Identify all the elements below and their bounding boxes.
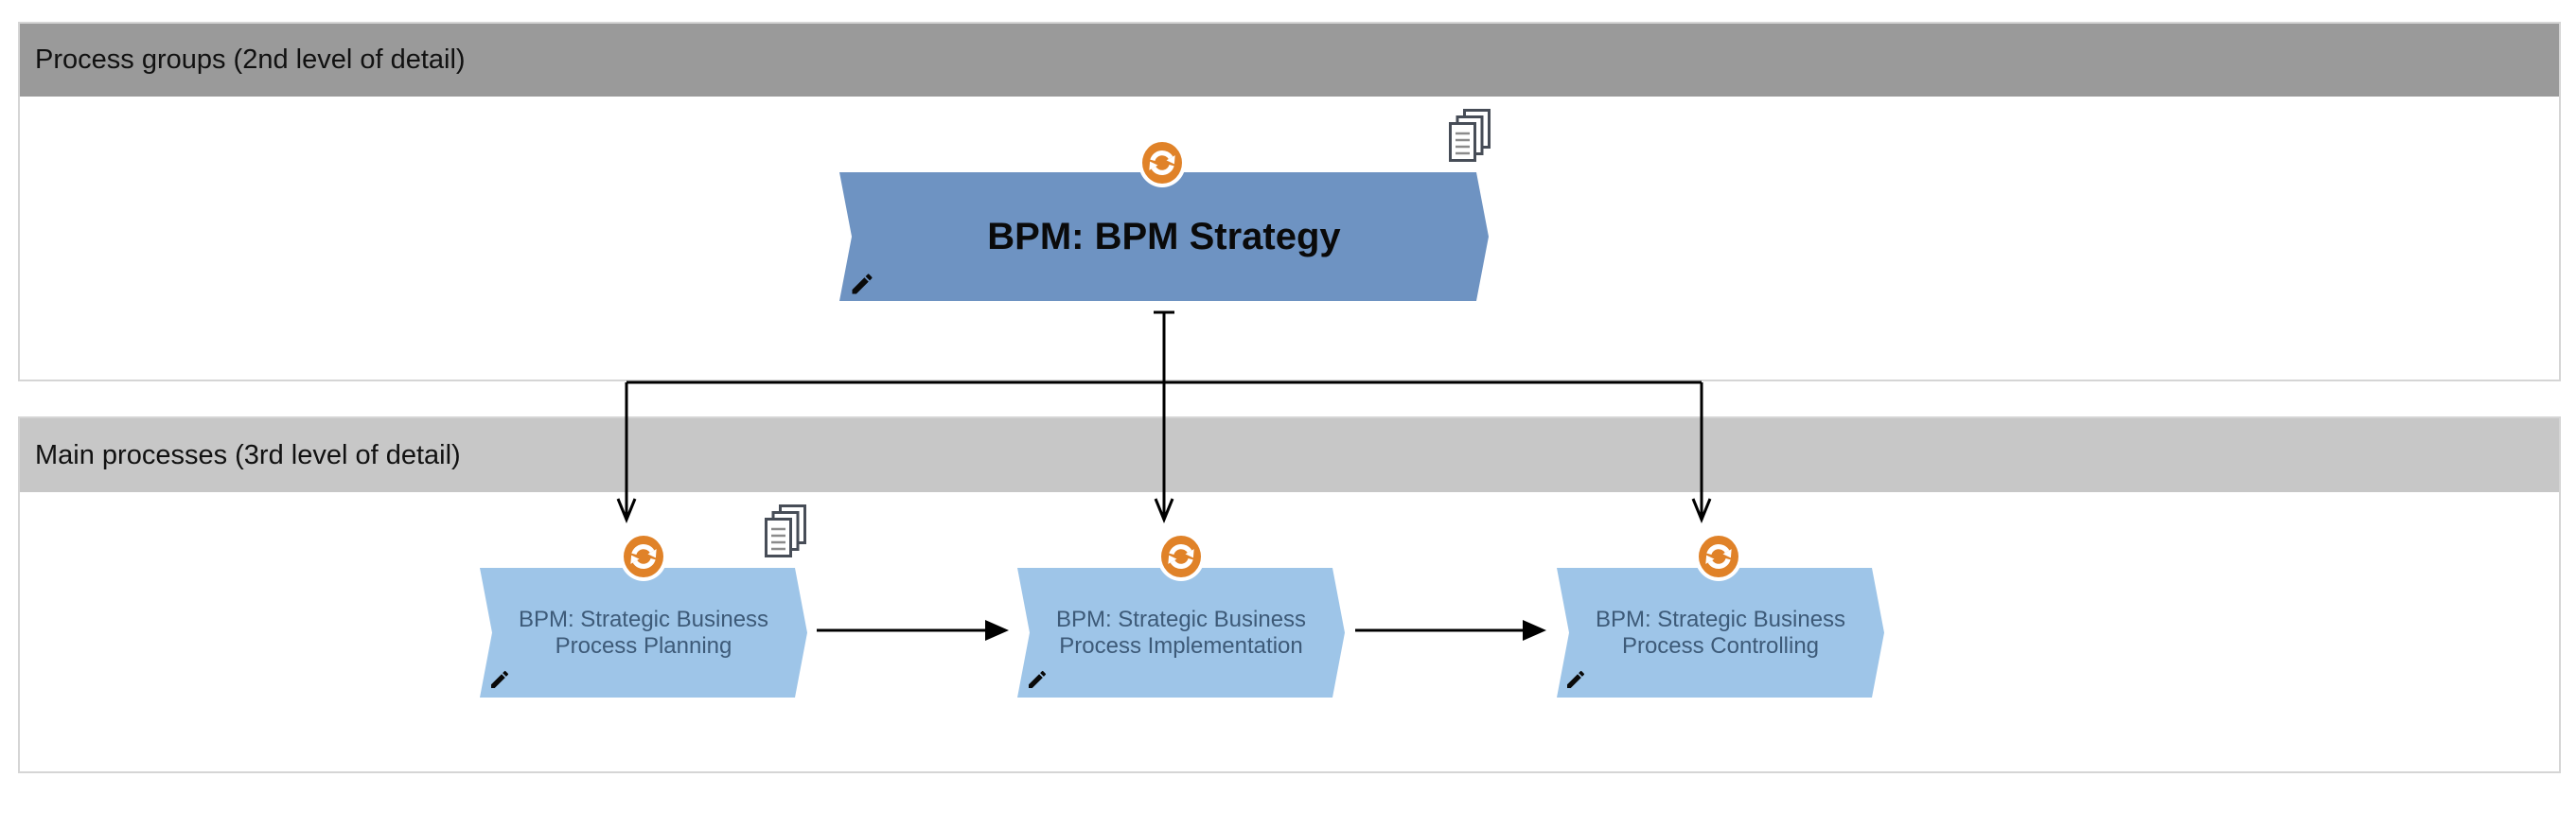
pencil-edit-icon[interactable] [849,271,875,297]
process-shape-strategic-planning[interactable]: BPM: Strategic Business Process Planning [480,568,807,698]
sync-refresh-icon[interactable] [1138,138,1186,187]
pencil-edit-icon[interactable] [1026,668,1049,691]
band-process-groups: Process groups (2nd level of detail) [18,22,2561,381]
shape-label-bpm-strategy: BPM: BPM Strategy [987,215,1341,257]
shape-label-strategic-planning: BPM: Strategic Business Process Planning [518,606,769,659]
sync-refresh-icon[interactable] [620,532,667,581]
band-title-main-processes: Main processes (3rd level of detail) [35,439,461,470]
process-shape-strategic-implementation[interactable]: BPM: Strategic Business Process Implemen… [1017,568,1345,698]
shape-label-strategic-implementation: BPM: Strategic Business Process Implemen… [1055,606,1307,659]
band-title-process-groups: Process groups (2nd level of detail) [35,44,466,75]
pencil-edit-icon[interactable] [1564,668,1587,691]
document-stack-icon[interactable] [1449,109,1491,162]
pencil-edit-icon[interactable] [488,668,511,691]
sync-refresh-icon[interactable] [1695,532,1742,581]
band-header-main-processes: Main processes (3rd level of detail) [20,418,2559,492]
shape-label-strategic-controlling: BPM: Strategic Business Process Controll… [1595,606,1846,659]
process-shape-strategic-controlling[interactable]: BPM: Strategic Business Process Controll… [1557,568,1884,698]
document-stack-icon[interactable] [765,504,806,557]
process-group-shape-bpm-strategy[interactable]: BPM: BPM Strategy [839,172,1489,301]
sync-refresh-icon[interactable] [1157,532,1205,581]
band-header-process-groups: Process groups (2nd level of detail) [20,24,2559,97]
